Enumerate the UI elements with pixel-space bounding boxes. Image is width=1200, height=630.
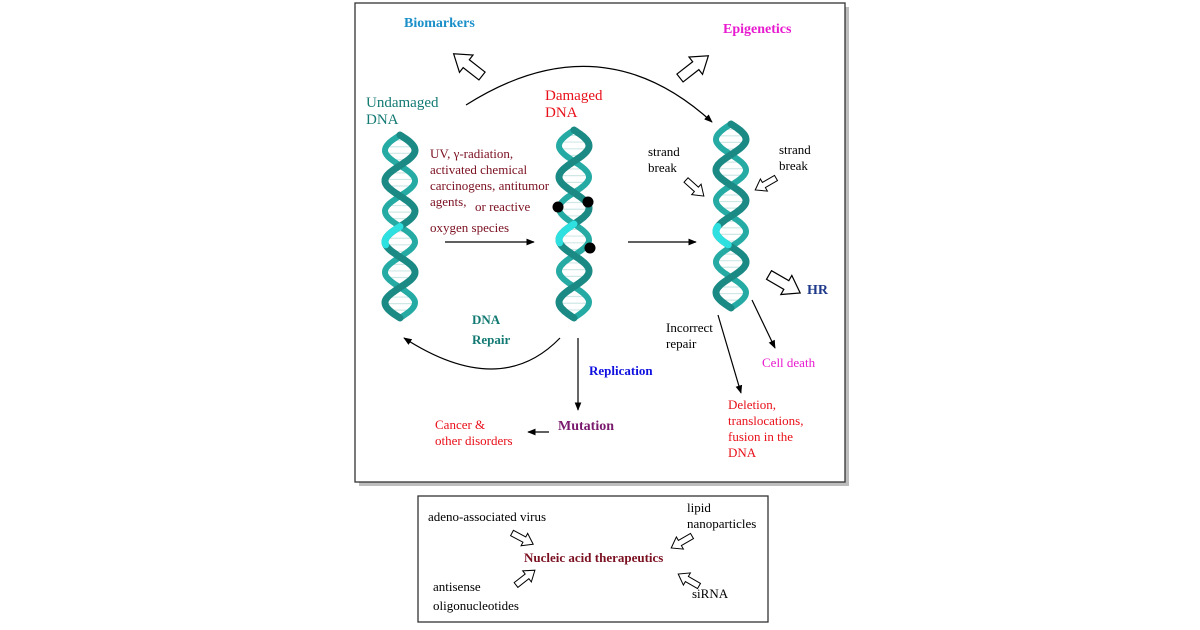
damage-agents-label: UV, γ-radiation, activated chemical carc… xyxy=(430,146,550,209)
hr-label: HR xyxy=(807,283,828,298)
dna-repair-label: DNA Repair xyxy=(472,312,511,347)
damage-spot-icon xyxy=(582,196,594,208)
undamaged-dna-helix-icon xyxy=(381,131,419,322)
sirna-label: siRNA xyxy=(692,586,729,601)
dna-strand-highlight xyxy=(381,223,404,249)
epigenetics-label: Epigenetics xyxy=(723,22,792,37)
cell-death-label: Cell death xyxy=(762,355,816,370)
strand-break-left-label: strand break xyxy=(648,144,680,175)
repair-curved-arrow xyxy=(403,337,561,370)
cell-death-arrow xyxy=(751,299,776,349)
damage-spot-icon xyxy=(552,201,564,213)
incorrect-repair-arrow xyxy=(717,314,743,394)
lipid-nanoparticles-label: lipid nanoparticles xyxy=(687,500,757,531)
dna-strand-highlight xyxy=(712,223,732,249)
mutation-label: Mutation xyxy=(558,419,614,434)
damage-agents-tail-label: or reactive xyxy=(475,199,531,214)
aav-label: adeno-associated virus xyxy=(428,509,547,524)
dna-strand-highlight xyxy=(555,220,578,247)
damaged-dna-helix-icon xyxy=(555,126,593,322)
damage-spot-icon xyxy=(584,242,596,254)
main-panel-frame xyxy=(354,2,846,483)
top-curved-arrow xyxy=(465,65,713,123)
strand-break-right-label: strand break xyxy=(779,142,811,173)
antisense-label: antisense oligonucleotides xyxy=(433,579,519,613)
cancer-label: Cancer & other disorders xyxy=(435,417,513,448)
undamaged-dna-label: Undamaged DNA xyxy=(366,95,439,128)
replication-label: Replication xyxy=(589,363,653,378)
dna-strand-front xyxy=(712,120,750,312)
damage-agents-end-label: oxygen species xyxy=(430,220,510,235)
damaged-dna-label: Damaged DNA xyxy=(545,88,603,121)
biomarkers-label: Biomarkers xyxy=(404,16,475,31)
therapeutics-panel-frame xyxy=(417,495,769,623)
nucleic-acid-therapeutics-label: Nucleic acid therapeutics xyxy=(524,550,664,565)
incorrect-repair-label: Incorrect repair xyxy=(666,320,713,351)
deletion-label: Deletion, translocations, fusion in the … xyxy=(728,397,804,460)
broken-dna-helix-icon xyxy=(712,120,750,312)
